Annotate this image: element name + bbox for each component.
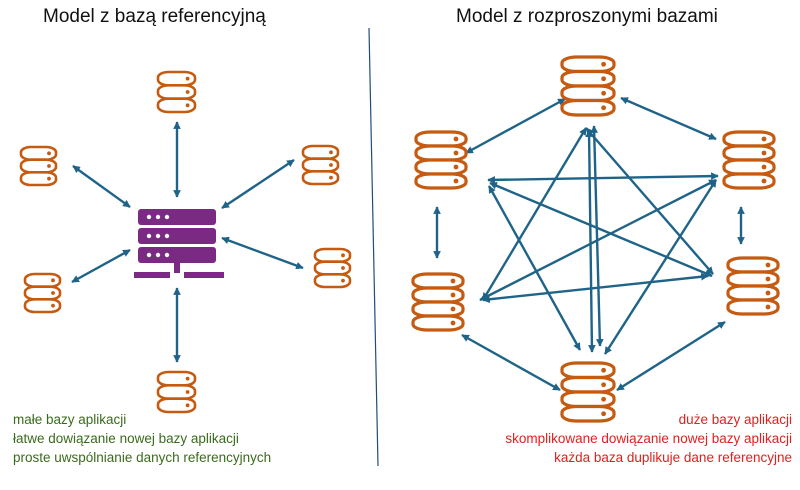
database-icon [560, 55, 616, 117]
mesh-arrows [433, 96, 745, 392]
database-icon [156, 70, 197, 114]
database-icon [722, 130, 776, 190]
note-simple-sharing: proste uwspólnianie danych referencyjnyc… [13, 450, 272, 465]
mesh-arrow [487, 185, 582, 351]
panel-divider [368, 27, 379, 467]
database-icon [411, 272, 465, 332]
mesh-arrow [482, 272, 709, 304]
note-easy-linking: łatwe dowiązanie nowej bazy aplikacji [13, 431, 239, 446]
right-panel-title: Model z rozproszonymi bazami [456, 6, 718, 27]
right-notes: duże bazy aplikacji skomplikowane dowiąz… [505, 410, 792, 467]
database-icon [301, 144, 340, 186]
mesh-arrow [620, 96, 717, 141]
database-icon [19, 145, 58, 187]
mesh-arrow [590, 125, 604, 347]
hub-arrows [71, 121, 304, 363]
hub-arrow-top-right [221, 159, 295, 209]
note-duplicated-reference-data: każda baza duplikuje dane referencyjne [554, 450, 792, 465]
mesh-arrow [481, 127, 588, 301]
database-icon [560, 361, 616, 423]
database-icon [414, 130, 468, 190]
mesh-arrow [585, 129, 596, 353]
mesh-arrow [465, 97, 566, 155]
database-icon [23, 272, 62, 314]
note-large-databases: duże bazy aplikacji [678, 412, 792, 427]
database-icon [156, 370, 197, 414]
left-panel-title: Model z bazą referencyjną [43, 6, 266, 27]
mesh-arrow [489, 181, 713, 278]
mesh-arrow [603, 179, 718, 355]
mesh-arrow [487, 172, 719, 184]
mesh-arrow [585, 127, 714, 275]
hub-arrow-right [221, 236, 304, 270]
database-icon [726, 256, 780, 316]
mesh-arrow [461, 333, 561, 392]
database-icon [313, 247, 352, 289]
note-complex-linking: skomplikowane dowiązanie nowej bazy apli… [505, 431, 792, 446]
server-icon [134, 209, 224, 278]
hub-arrow-left [71, 248, 131, 284]
left-notes: małe bazy aplikacji łatwe dowiązanie now… [13, 410, 271, 467]
note-small-databases: małe bazy aplikacji [13, 412, 127, 427]
hub-arrow-top-left [72, 165, 131, 208]
mesh-arrow [616, 320, 726, 392]
